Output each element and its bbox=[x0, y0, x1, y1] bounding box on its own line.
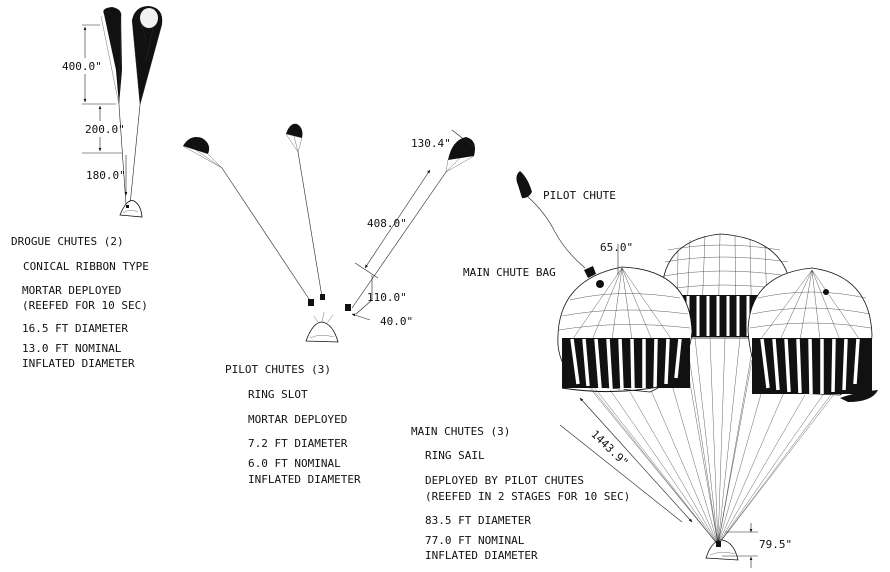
drogue-title: DROGUE CHUTES (2) bbox=[11, 235, 124, 248]
main-inflated: INFLATED DIAMETER bbox=[425, 549, 538, 562]
pilot-nominal: 6.0 FT NOMINAL bbox=[248, 457, 341, 470]
main-dim-79: 79.5" bbox=[759, 538, 792, 551]
drogue-deploy: MORTAR DEPLOYED bbox=[22, 284, 121, 297]
main-chute-bag-label: MAIN CHUTE BAG bbox=[463, 266, 556, 279]
main-reef: (REEFED IN 2 STAGES FOR 10 SEC) bbox=[425, 490, 630, 503]
main-deploy: DEPLOYED BY PILOT CHUTES bbox=[425, 474, 584, 487]
main-dim-65: 65.0" bbox=[600, 241, 633, 254]
pilot-dim-130: 130.4" bbox=[411, 137, 451, 150]
drogue-diameter: 16.5 FT DIAMETER bbox=[22, 322, 128, 335]
pilot-deploy: MORTAR DEPLOYED bbox=[248, 413, 347, 426]
main-type: RING SAIL bbox=[425, 449, 485, 462]
main-pilot-chute-label: PILOT CHUTE bbox=[543, 189, 616, 202]
pilot-dim-110: 110.0" bbox=[367, 291, 407, 304]
drogue-dim-200: 200.0" bbox=[85, 123, 125, 136]
main-chutes-illustration bbox=[516, 171, 878, 568]
pilot-inflated: INFLATED DIAMETER bbox=[248, 473, 361, 486]
drogue-inflated: INFLATED DIAMETER bbox=[22, 357, 135, 370]
main-title: MAIN CHUTES (3) bbox=[411, 425, 510, 438]
main-dim-1443: 1443.9" bbox=[588, 428, 630, 470]
drogue-nominal: 13.0 FT NOMINAL bbox=[22, 342, 122, 355]
drogue-dim-400: 400.0" bbox=[62, 60, 102, 73]
drogue-reef: (REEFED FOR 10 SEC) bbox=[22, 299, 148, 312]
pilot-dim-40: 40.0" bbox=[380, 315, 413, 328]
pilot-chutes-illustration bbox=[182, 123, 476, 343]
drogue-chutes-illustration bbox=[82, 6, 163, 218]
drogue-dim-180: 180.0" bbox=[86, 169, 126, 182]
main-diameter: 83.5 FT DIAMETER bbox=[425, 514, 531, 527]
pilot-type: RING SLOT bbox=[248, 388, 308, 401]
pilot-diameter: 7.2 FT DIAMETER bbox=[248, 437, 348, 450]
pilot-dim-408: 408.0" bbox=[367, 217, 407, 230]
drogue-type: CONICAL RIBBON TYPE bbox=[23, 260, 149, 273]
main-nominal: 77.0 FT NOMINAL bbox=[425, 534, 525, 547]
pilot-title: PILOT CHUTES (3) bbox=[225, 363, 331, 376]
